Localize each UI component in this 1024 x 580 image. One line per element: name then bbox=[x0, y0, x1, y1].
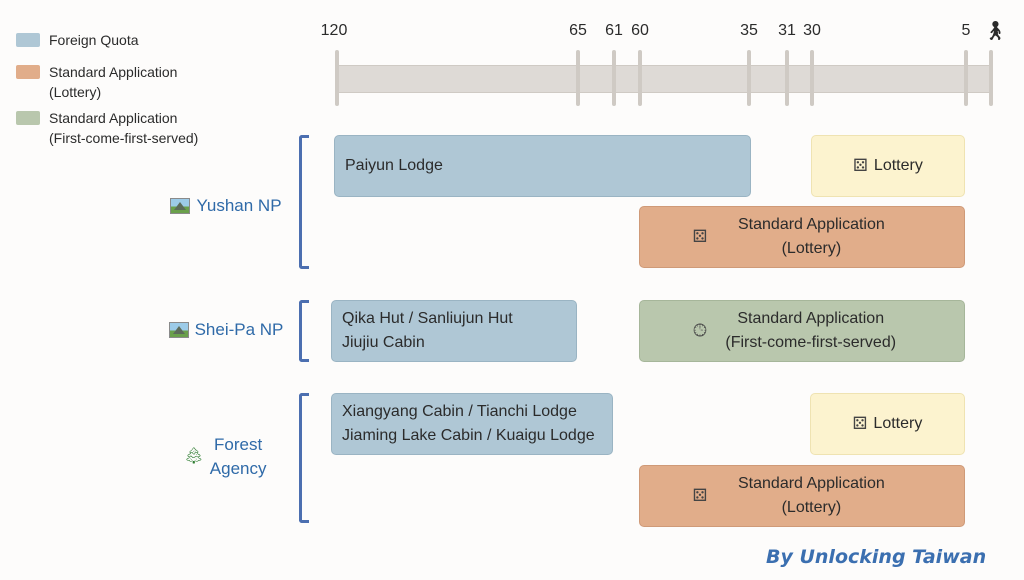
group-label-forest: 🌲︎ Forest Agency bbox=[170, 433, 280, 481]
tick-label: 35 bbox=[740, 22, 758, 39]
lottery-label: Lottery bbox=[873, 157, 923, 174]
group-label-sheipa: Shei-Pa NP bbox=[160, 318, 292, 342]
dice-icon: ⚄ bbox=[692, 486, 708, 505]
legend-swatch-lottery bbox=[16, 65, 40, 79]
legend-item-standard-lottery: Standard Application (Lottery) bbox=[16, 62, 256, 102]
legend-swatch-fcfs bbox=[16, 111, 40, 125]
tick-line bbox=[747, 50, 751, 106]
tick-line bbox=[638, 50, 642, 106]
tick-label: 31 bbox=[778, 22, 796, 39]
tree-icon: 🌲︎ bbox=[183, 448, 204, 465]
group-name: Forest Agency bbox=[209, 435, 267, 478]
tick-line bbox=[612, 50, 616, 106]
lottery-label: Lottery bbox=[873, 415, 923, 432]
standard-label: Standard Application (Lottery) bbox=[738, 216, 885, 257]
foreign-quota-bar-yushan: Paiyun Lodge bbox=[334, 135, 751, 197]
foreign-quota-bar-sheipa: Qika Hut / Sanliujun Hut Jiujiu Cabin bbox=[331, 300, 577, 362]
dice-icon: ⚄ bbox=[852, 414, 868, 433]
hut-names: Xiangyang Cabin / Tianchi Lodge Jiaming … bbox=[342, 403, 595, 444]
legend-swatch-foreign bbox=[16, 33, 40, 47]
group-name: Shei-Pa NP bbox=[194, 320, 284, 339]
tick-line bbox=[989, 50, 993, 106]
group-name: Yushan NP bbox=[196, 196, 282, 215]
tick-line bbox=[810, 50, 814, 106]
tick-line bbox=[785, 50, 789, 106]
lottery-box-forest: ⚄ Lottery bbox=[810, 393, 965, 455]
standard-lottery-bar-forest: ⚄ Standard Application (Lottery) bbox=[639, 465, 965, 527]
dice-icon: ⚄ bbox=[853, 156, 868, 175]
group-label-yushan: Yushan NP bbox=[160, 194, 292, 218]
lottery-box-yushan: ⚄ Lottery bbox=[811, 135, 965, 197]
legend-label: Standard Application (Lottery) bbox=[49, 64, 178, 100]
legend-label: Foreign Quota bbox=[49, 32, 139, 48]
legend-item-foreign-quota: Foreign Quota bbox=[16, 30, 256, 50]
bracket-yushan bbox=[299, 135, 309, 269]
mountain-park-icon bbox=[168, 322, 189, 338]
tick-line bbox=[335, 50, 339, 106]
hut-names: Qika Hut / Sanliujun Hut Jiujiu Cabin bbox=[342, 310, 513, 351]
tick-label: 61 bbox=[605, 22, 623, 39]
tick-label: 30 bbox=[803, 22, 821, 39]
bracket-forest bbox=[299, 393, 309, 523]
dice-icon: ⚄ bbox=[692, 227, 708, 246]
standard-lottery-bar-yushan: ⚄ Standard Application (Lottery) bbox=[639, 206, 965, 268]
standard-label: Standard Application (Lottery) bbox=[738, 475, 885, 516]
credit-text: By Unlocking Taiwan bbox=[766, 546, 987, 568]
standard-label: Standard Application (First-come-first-s… bbox=[725, 310, 897, 351]
standard-fcfs-bar-sheipa: 🕒︎ Standard Application (First-come-firs… bbox=[639, 300, 965, 362]
tick-label: 5 bbox=[961, 22, 971, 39]
hut-names: Paiyun Lodge bbox=[345, 157, 443, 174]
foreign-quota-bar-forest: Xiangyang Cabin / Tianchi Lodge Jiaming … bbox=[331, 393, 613, 455]
hiker-icon: 🚶︎ bbox=[983, 21, 1008, 42]
mountain-park-icon bbox=[170, 198, 191, 214]
legend-label: Standard Application (First-come-first-s… bbox=[49, 110, 199, 146]
legend-item-standard-fcfs: Standard Application (First-come-first-s… bbox=[16, 108, 256, 148]
tick-label: 120 bbox=[320, 22, 348, 39]
tick-label: 65 bbox=[569, 22, 587, 39]
timeline-bar bbox=[336, 65, 992, 93]
bracket-sheipa bbox=[299, 300, 309, 362]
tick-line bbox=[576, 50, 580, 106]
clock-icon: 🕒︎ bbox=[693, 321, 707, 340]
tick-line bbox=[964, 50, 968, 106]
tick-label: 60 bbox=[631, 22, 649, 39]
